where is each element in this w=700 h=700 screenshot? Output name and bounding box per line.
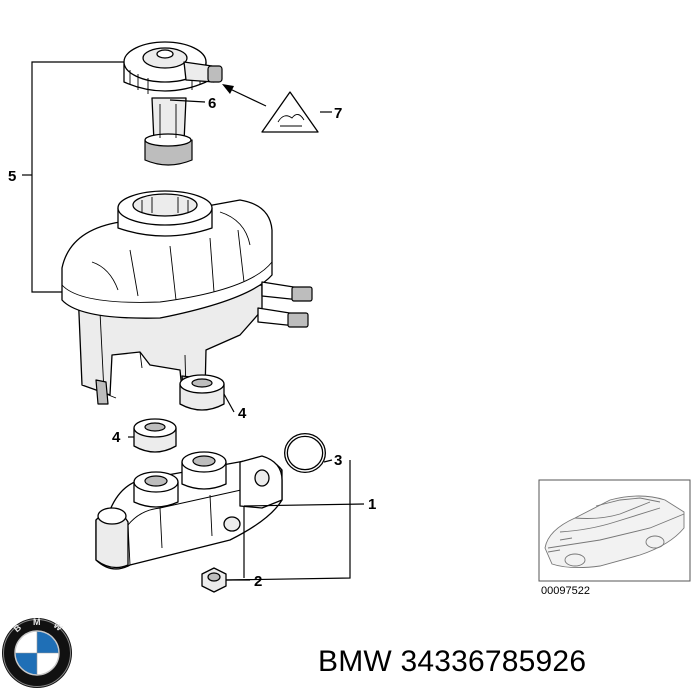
part-number-caption: BMW 34336785926 — [318, 640, 690, 684]
svg-text:B: B — [12, 622, 24, 634]
grommet-upper — [179, 374, 225, 411]
vehicle-thumbnail: 00097522 — [538, 479, 691, 597]
callout-2: 2 — [254, 573, 262, 590]
callout-6: 6 — [208, 95, 216, 112]
callout-5: 5 — [8, 168, 16, 185]
part-number: 34336785926 — [400, 645, 587, 678]
brake-master-cylinder — [95, 451, 283, 570]
callout-1: 1 — [368, 496, 376, 513]
callout-7: 7 — [334, 105, 342, 122]
brand-name: BMW — [318, 645, 392, 678]
callout-4-lower: 4 — [112, 429, 121, 446]
o-ring — [284, 433, 326, 473]
bmw-logo: B M W — [2, 617, 72, 688]
reservoir-cap — [123, 41, 223, 166]
thumbnail-ref-number: 00097522 — [541, 585, 590, 597]
brake-fluid-reservoir — [61, 190, 313, 405]
leader-lines — [22, 61, 365, 581]
car-outline-icon — [544, 495, 685, 569]
grommet-lower — [133, 418, 177, 453]
warning-label-icon — [261, 91, 319, 133]
hex-nut — [201, 567, 227, 593]
callout-3: 3 — [334, 452, 342, 469]
callout-4-upper: 4 — [238, 405, 247, 422]
svg-text:M: M — [33, 617, 41, 627]
